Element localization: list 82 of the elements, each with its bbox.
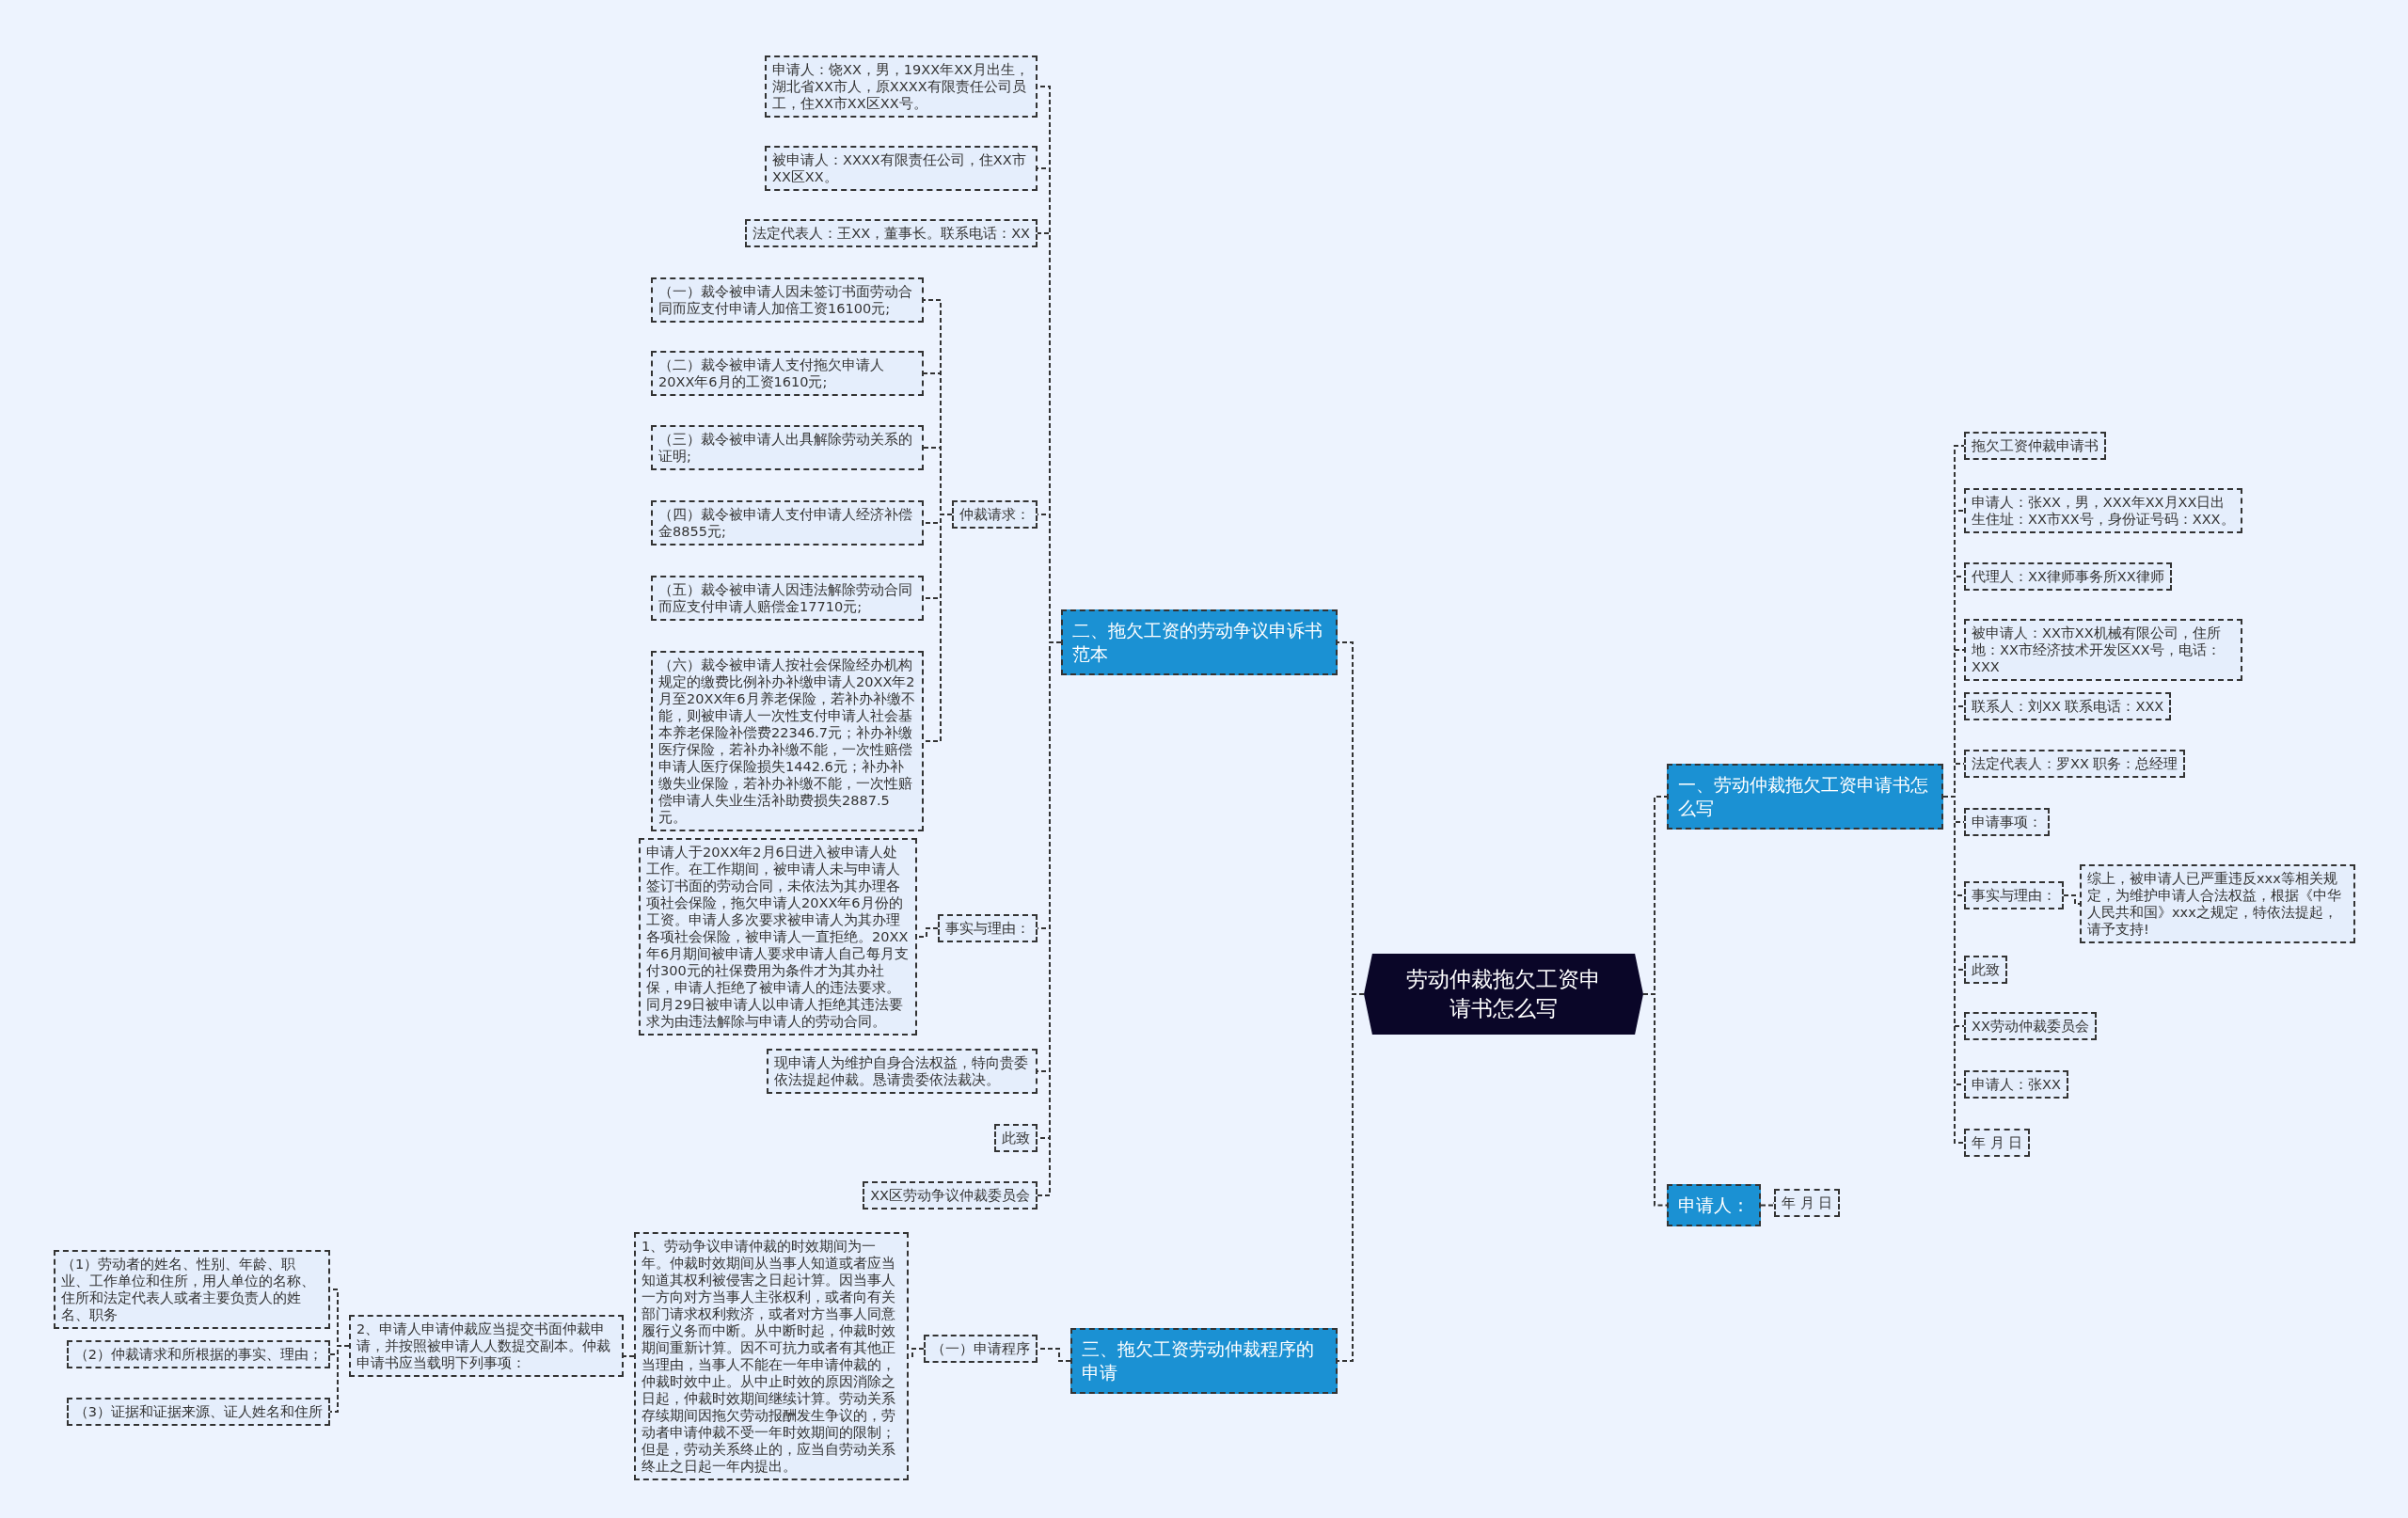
subtopic-text: （3）证据和证据来源、证人姓名和住所	[73, 1403, 323, 1420]
subtopic-text: 申请事项：	[1972, 814, 2042, 830]
subtopic-box	[765, 146, 1038, 191]
subtopic-text: 此致	[1972, 961, 2000, 978]
subtopic-box	[1964, 808, 2050, 836]
branch-topic-box	[1070, 1328, 1338, 1394]
subtopic-text: 申请人于20XX年2月6日进入被申请人处工作。在工作期间，被申请人未与申请人签订书面的劳动合同，未依法为其办理各项社会保险，拖欠申请人20XX年6月份的工资。申请人多次要求被申请人为其办理各项社会保险，被申请人一直拒绝。20XX年6月期间被申请人要求申请人自己每月支付300元的社保费用为条件才为其办社保，申请人拒绝了被申请人的违法要求。同月29日被申请人以申请人拒绝其违法要求为由违法解除与申请人的劳动合同。	[646, 844, 910, 1030]
subtopic-box	[938, 914, 1038, 942]
central-topic-text: 劳动仲裁拖欠工资申请书怎么写	[1405, 966, 1602, 1022]
subtopic-text: 此致	[1002, 1130, 1030, 1146]
subtopic-box	[1964, 881, 2064, 909]
subtopic-text: XX劳动仲裁委员会	[1972, 1018, 2089, 1035]
subtopic-text: 联系人：刘XX 联系电话：XXX	[1972, 698, 2164, 715]
subtopic-text: 被申请人：XXXX有限责任公司，住XX市XX区XX。	[772, 151, 1027, 185]
subtopic-text: 综上，被申请人已严重违反xxx等相关规定，为维护申请人合法权益，根据《中华人民共和国》xxx之规定，特依法提起，请予支持!	[2087, 870, 2342, 938]
subtopic-box	[651, 425, 924, 470]
subtopic-box	[651, 277, 924, 323]
subtopic-box	[745, 219, 1038, 247]
subtopic-box	[1964, 432, 2106, 460]
subtopic-box	[2080, 864, 2355, 943]
subtopic-box	[924, 1335, 1038, 1363]
subtopic-box	[1964, 488, 2242, 533]
subtopic-box	[1964, 750, 2186, 778]
connector-line	[2063, 894, 2081, 905]
branch-topic-text: 二、拖欠工资的劳动争议申诉书范本	[1072, 619, 1323, 666]
branch-topic-text: 三、拖欠工资劳动仲裁程序的申请	[1082, 1337, 1315, 1384]
subtopic-text: （六）裁令被申请人按社会保险经办机构规定的缴费比例补办补缴申请人20XX年2月至20XX年6月养老保险，若补办补缴不能，则被申请人一次性支付申请人社会基本养老保险补偿费22346.7元；补办补缴医疗保险，若补办补缴不能，一次性赔偿申请人医疗保险损失1442.6元；补办补缴失业保险，若补办补缴不能，一次性赔偿申请人失业生活补助费损失2887.5元。	[658, 656, 916, 826]
subtopic-text: 事实与理由：	[945, 920, 1030, 937]
subtopic-box	[651, 500, 924, 546]
subtopic-text: （三）裁令被申请人出具解除劳动关系的证明;	[658, 431, 913, 465]
subtopic-box	[651, 351, 924, 396]
subtopic-box	[1964, 1129, 2031, 1157]
subtopic-text: （二）裁令被申请人支付拖欠申请人20XX年6月的工资1610元;	[658, 356, 885, 390]
connector-line	[1760, 1202, 1775, 1207]
subtopic-text: （四）裁令被申请人支付申请人经济补偿金8855元;	[658, 506, 913, 540]
subtopic-text: 法定代表人：罗XX 职务：总经理	[1972, 755, 2178, 772]
subtopic-text: 申请人：张XX	[1972, 1076, 2061, 1093]
subtopic-text: 仲裁请求：	[959, 506, 1030, 523]
branch-topic-text: 申请人：	[1678, 1194, 1750, 1217]
subtopic-text: 现申请人为维护自身合法权益，特向贵委依法提起仲裁。恳请贵委依法裁决。	[774, 1054, 1029, 1088]
subtopic-box	[863, 1181, 1038, 1210]
subtopic-text: 2、申请人申请仲裁应当提交书面仲裁申请，并按照被申请人人数提交副本。仲裁申请书应当载明下列事项：	[356, 1320, 611, 1371]
subtopic-box	[1964, 562, 2172, 591]
subtopic-text: 申请人：张XX，男，XXX年XX月XX日出生住址：XX市XX号，身份证号码：XXX。	[1972, 494, 2235, 528]
subtopic-text: 事实与理由：	[1972, 887, 2056, 904]
subtopic-box	[952, 500, 1038, 529]
subtopic-box	[1964, 619, 2242, 681]
subtopic-text: （一）申请程序	[931, 1340, 1030, 1357]
subtopic-text: 申请人：饶XX，男，19XX年XX月出生，湖北省XX市人，原XXXX有限责任公司员工，住XX市XX区XX号。	[772, 61, 1030, 112]
connector-line	[916, 927, 939, 938]
central-topic	[1364, 954, 1643, 1035]
subtopic-text: XX区劳动争议仲裁委员会	[870, 1187, 1030, 1204]
subtopic-box	[1964, 1070, 2068, 1099]
subtopic-box	[1964, 1012, 2097, 1040]
subtopic-text: （五）裁令被申请人因违法解除劳动合同而应支付申请人赔偿金17710元;	[658, 581, 913, 615]
subtopic-box	[1774, 1189, 1841, 1217]
subtopic-text: 拖欠工资仲裁申请书	[1972, 437, 2099, 454]
subtopic-text: （2）仲裁请求和所根据的事实、理由；	[73, 1346, 323, 1363]
branch-topic-text: 一、劳动仲裁拖欠工资申请书怎么写	[1678, 773, 1929, 820]
subtopic-box	[765, 55, 1038, 118]
subtopic-box	[349, 1315, 624, 1377]
connector-line	[923, 514, 953, 742]
connector-line	[1642, 993, 1668, 1207]
subtopic-box	[66, 1398, 330, 1426]
subtopic-text: 年 月 日	[1782, 1194, 1833, 1211]
branch-topic-box	[1667, 764, 1943, 830]
subtopic-box	[767, 1049, 1038, 1094]
subtopic-text: 代理人：XX律师事务所XX律师	[1972, 568, 2164, 585]
branch-topic-box	[1061, 609, 1338, 675]
subtopic-text: 1、劳动争议申请仲裁的时效期间为一年。仲裁时效期间从当事人知道或者应当知道其权利被侵害之日起计算。因当事人一方向对方当事人主张权利，或者向有关部门请求权利救济，或者对方当事人同意履行义务而中断。从中断时起，仲裁时效期间重新计算。因不可抗力或者有其他正当理由，当事人不能在一年申请仲裁的，仲裁时效中止。从中止时效的原因消除之日起，仲裁时效期间继续计算。劳动关系存续期间因拖欠劳动报酬发生争议的，劳动者申请仲裁不受一年时效期间的限制；但是，劳动关系终止的，应当自劳动关系终止之日起一年内提出。	[642, 1238, 896, 1475]
subtopic-box	[994, 1124, 1038, 1152]
subtopic-text: （1）劳动者的姓名、性别、年龄、职业、工作单位和住所，用人单位的名称、住所和法定代表人或者主要负责人的姓名、职务	[61, 1256, 316, 1323]
subtopic-text: 被申请人：XX市XX机械有限公司，住所地：XX市经济技术开发区XX号，电话：XXX	[1972, 625, 2222, 675]
subtopic-box	[1964, 956, 2007, 984]
subtopic-box	[66, 1340, 330, 1368]
subtopic-text: 法定代表人：王XX，董事长。联系电话：XX	[752, 225, 1030, 242]
subtopic-text: 年 月 日	[1972, 1134, 2023, 1151]
subtopic-box	[1964, 692, 2172, 720]
subtopic-box	[54, 1250, 330, 1329]
branch-topic-box	[1667, 1184, 1761, 1226]
subtopic-text: （一）裁令被申请人因未签订书面劳动合同而应支付申请人加倍工资16100元;	[658, 283, 913, 317]
subtopic-box	[651, 576, 924, 621]
